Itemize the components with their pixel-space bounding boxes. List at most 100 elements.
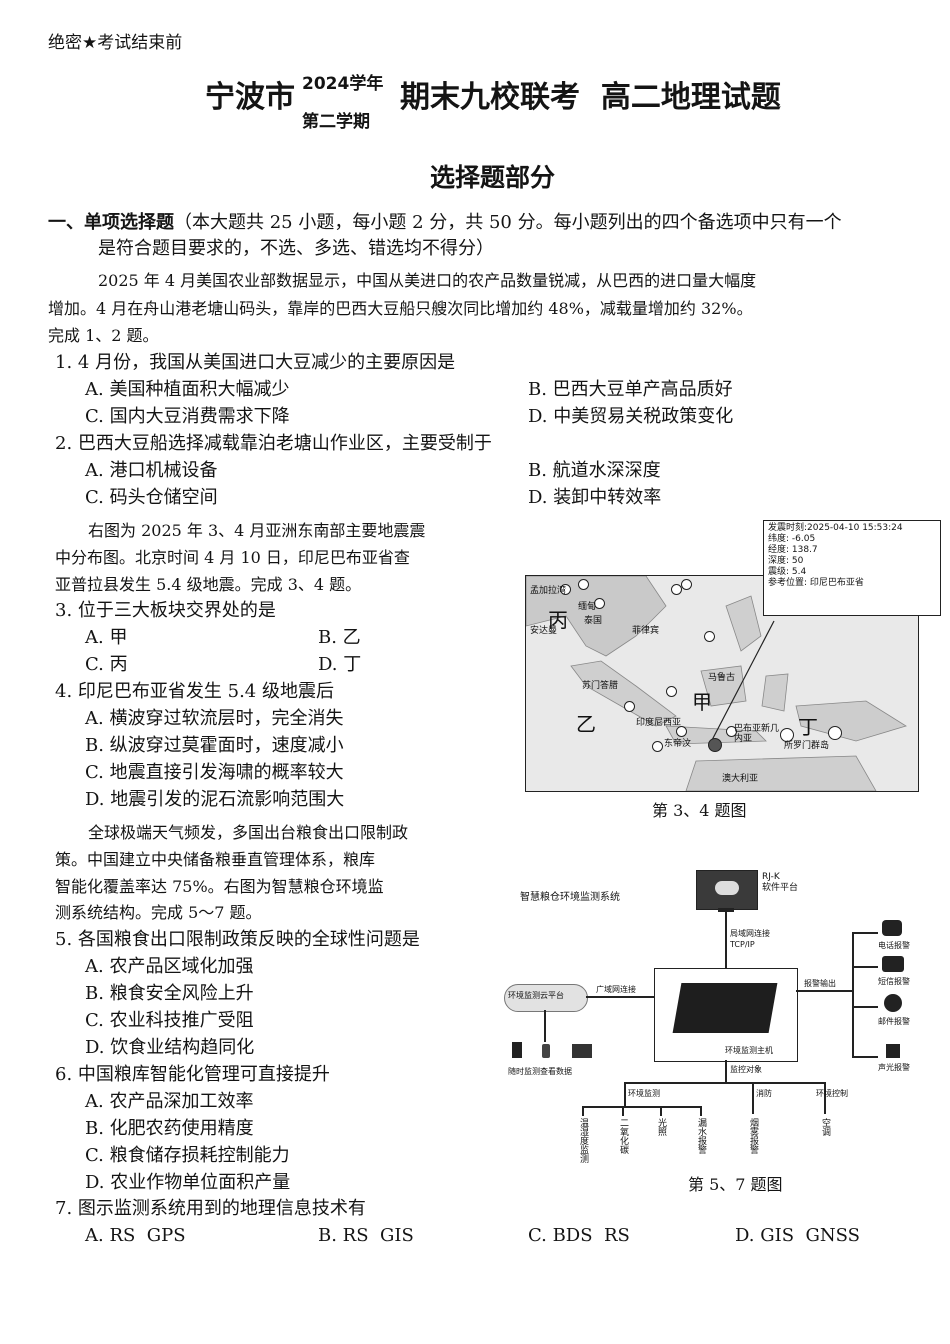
link-line xyxy=(582,1106,584,1116)
q4-option-b[interactable]: B. 纵波穿过莫霍面时，速度减小 xyxy=(85,735,344,756)
quake-dot xyxy=(780,728,794,742)
leaf-smoke: 烟雾报警 xyxy=(748,1118,758,1154)
diagram-caption: 第 5、7 题图 xyxy=(688,1175,783,1194)
q6-stem: 6. 中国粮库智能化管理可直接提升 xyxy=(55,1064,330,1085)
link-line xyxy=(725,912,727,968)
q5-option-b[interactable]: B. 粮食安全风险上升 xyxy=(85,983,254,1004)
alarm-out-label: 报警输出 xyxy=(804,979,836,988)
q5-option-c[interactable]: C. 农业科技推广受阻 xyxy=(85,1010,254,1031)
part1-instr-line2: 是符合题目要求的，不选、多选、错选均不得分） xyxy=(98,238,494,259)
q3-option-a[interactable]: A. 甲 xyxy=(85,627,128,648)
link-line xyxy=(852,932,878,934)
cloud-icon xyxy=(504,984,588,1012)
title-city: 宁波市 xyxy=(205,80,295,115)
passage2-line3: 亚普拉县发生 5.4 级地震。完成 3、4 题。 xyxy=(55,575,362,594)
label-bing: 丙 xyxy=(548,608,568,632)
phone-alarm-label: 电话报警 xyxy=(878,941,910,950)
q1-option-b[interactable]: B. 巴西大豆单产高品质好 xyxy=(528,379,733,400)
q2-option-c[interactable]: C. 码头仓储空间 xyxy=(85,487,218,508)
link-line xyxy=(796,990,852,992)
q3-option-c[interactable]: C. 丙 xyxy=(85,654,128,675)
link-line xyxy=(852,1056,878,1058)
quake-dot xyxy=(594,598,605,609)
passage3-line1: 全球极端天气频发，多国出台粮食出口限制政 xyxy=(88,823,409,842)
quake-dot xyxy=(726,726,737,737)
earthquake-map-figure: 丙 乙 甲 丁 孟加拉湾 泰国 缅甸 安达曼 苏门答腊 菲律宾 马鲁古 印度尼西… xyxy=(525,520,943,792)
lan-label: 局域网连接 TCP/IP xyxy=(730,929,770,949)
label-bay-of-bengal: 孟加拉湾 xyxy=(530,586,567,596)
info-mag: 震级: 5.4 xyxy=(768,567,807,577)
q3-option-d[interactable]: D. 丁 xyxy=(318,654,362,675)
label-australia: 澳大利亚 xyxy=(722,774,759,784)
link-line xyxy=(824,1082,826,1114)
sms-alarm-label: 短信报警 xyxy=(878,977,910,986)
q6-option-d[interactable]: D. 农业作物单位面积产量 xyxy=(85,1172,291,1193)
label-thailand: 泰国 xyxy=(584,616,603,626)
fire-label: 消防 xyxy=(756,1089,772,1098)
label-jia: 甲 xyxy=(692,690,712,714)
quake-dot xyxy=(704,631,715,642)
passage3-line2: 策。中国建立中央储备粮垂直管理体系，粮库 xyxy=(55,850,376,869)
passage1-line1: 2025 年 4 月美国农业部数据显示，中国从美进口的农产品数量锐减，从巴西的进… xyxy=(98,271,757,290)
part1-heading: 一、单项选择题 xyxy=(48,212,174,233)
q5-option-d[interactable]: D. 饮食业结构趋同化 xyxy=(85,1037,255,1058)
q2-stem: 2. 巴西大豆船选择减载靠泊老塘山作业区，主要受制于 xyxy=(55,433,492,454)
page-title: 期末九校联考 高二地理试题 xyxy=(400,80,781,115)
q7-stem: 7. 图示监测系统用到的地理信息技术有 xyxy=(55,1198,366,1219)
host-label: 环境监测主机 xyxy=(725,1046,773,1055)
q4-option-c[interactable]: C. 地震直接引发海啸的概率较大 xyxy=(85,762,344,783)
leaf-co2: 二氧化碳 xyxy=(618,1118,628,1154)
phone-device-icon xyxy=(542,1044,550,1058)
q2-option-b[interactable]: B. 航道水深深度 xyxy=(528,460,661,481)
link-line xyxy=(700,1106,702,1116)
host-frame: 环境监测主机 xyxy=(654,968,798,1062)
leaf-light: 光照 xyxy=(656,1118,666,1136)
q1-option-d[interactable]: D. 中美贸易关税政策变化 xyxy=(528,406,734,427)
cloud-label: 环境监测云平台 xyxy=(508,991,564,1000)
part1-instructions: 一、单项选择题（本大题共 25 小题，每小题 2 分，共 50 分。每小题列出的… xyxy=(48,210,842,236)
q6-option-a[interactable]: A. 农产品深加工效率 xyxy=(85,1091,254,1112)
software-monitor-icon xyxy=(696,870,758,910)
speaker-icon xyxy=(886,1044,900,1058)
q4-option-a[interactable]: A. 横波穿过软流层时，完全消失 xyxy=(85,708,344,729)
mail-icon xyxy=(884,994,902,1012)
link-line xyxy=(852,966,878,968)
passage3-line3: 智能化覆盖率达 75%。右图为智慧粮仓环境监 xyxy=(55,877,384,896)
passage3-line4: 测系统结构。完成 5～7 题。 xyxy=(55,903,262,922)
q1-option-c[interactable]: C. 国内大豆消费需求下降 xyxy=(85,406,290,427)
laptop-icon xyxy=(572,1044,592,1058)
q1-option-a[interactable]: A. 美国种植面积大幅减少 xyxy=(85,379,290,400)
q7-option-d[interactable]: D. GIS GNSS xyxy=(735,1225,860,1246)
map-caption: 第 3、4 题图 xyxy=(652,801,747,820)
section-title: 选择题部分 xyxy=(430,163,556,192)
link-line xyxy=(544,1010,546,1042)
link-line xyxy=(852,1006,878,1008)
envctrl-label: 环境控制 xyxy=(816,1089,848,1098)
leaf-leak: 漏水报警 xyxy=(696,1118,706,1154)
q3-option-b[interactable]: B. 乙 xyxy=(318,627,361,648)
quake-dot xyxy=(676,726,687,737)
q6-option-c[interactable]: C. 粮食储存损耗控制能力 xyxy=(85,1145,290,1166)
quake-dot xyxy=(828,726,842,740)
devices-label: 随时监测查看数据 xyxy=(508,1067,572,1076)
quake-dot xyxy=(681,579,692,590)
passage2-line2: 中分布图。北京时间 4 月 10 日，印尼巴布亚省查 xyxy=(55,548,410,567)
quake-dot xyxy=(560,584,571,595)
sound-alarm-label: 声光报警 xyxy=(878,1063,910,1072)
info-lon: 经度: 138.7 xyxy=(768,545,818,555)
q2-option-a[interactable]: A. 港口机械设备 xyxy=(85,460,218,481)
link-line xyxy=(852,932,854,1056)
q7-option-b[interactable]: B. RS GIS xyxy=(318,1225,414,1246)
telephone-icon xyxy=(882,920,902,936)
passage2-line1: 右图为 2025 年 3、4 月亚洲东南部主要地震震 xyxy=(88,521,426,540)
q2-option-d[interactable]: D. 装卸中转效率 xyxy=(528,487,662,508)
passage1-line3: 完成 1、2 题。 xyxy=(48,326,159,345)
q7-option-c[interactable]: C. BDS RS xyxy=(528,1225,630,1246)
q5-option-a[interactable]: A. 农产品区域化加强 xyxy=(85,956,254,977)
software-label: RJ-K 软件平台 xyxy=(762,872,799,893)
q6-option-b[interactable]: B. 化肥农药使用精度 xyxy=(85,1118,254,1139)
label-sumatra: 苏门答腊 xyxy=(582,681,619,691)
q4-option-d[interactable]: D. 地震引发的泥石流影响范围大 xyxy=(85,789,345,810)
q7-option-a[interactable]: A. RS GPS xyxy=(85,1225,186,1246)
targets-label: 监控对象 xyxy=(730,1065,762,1074)
